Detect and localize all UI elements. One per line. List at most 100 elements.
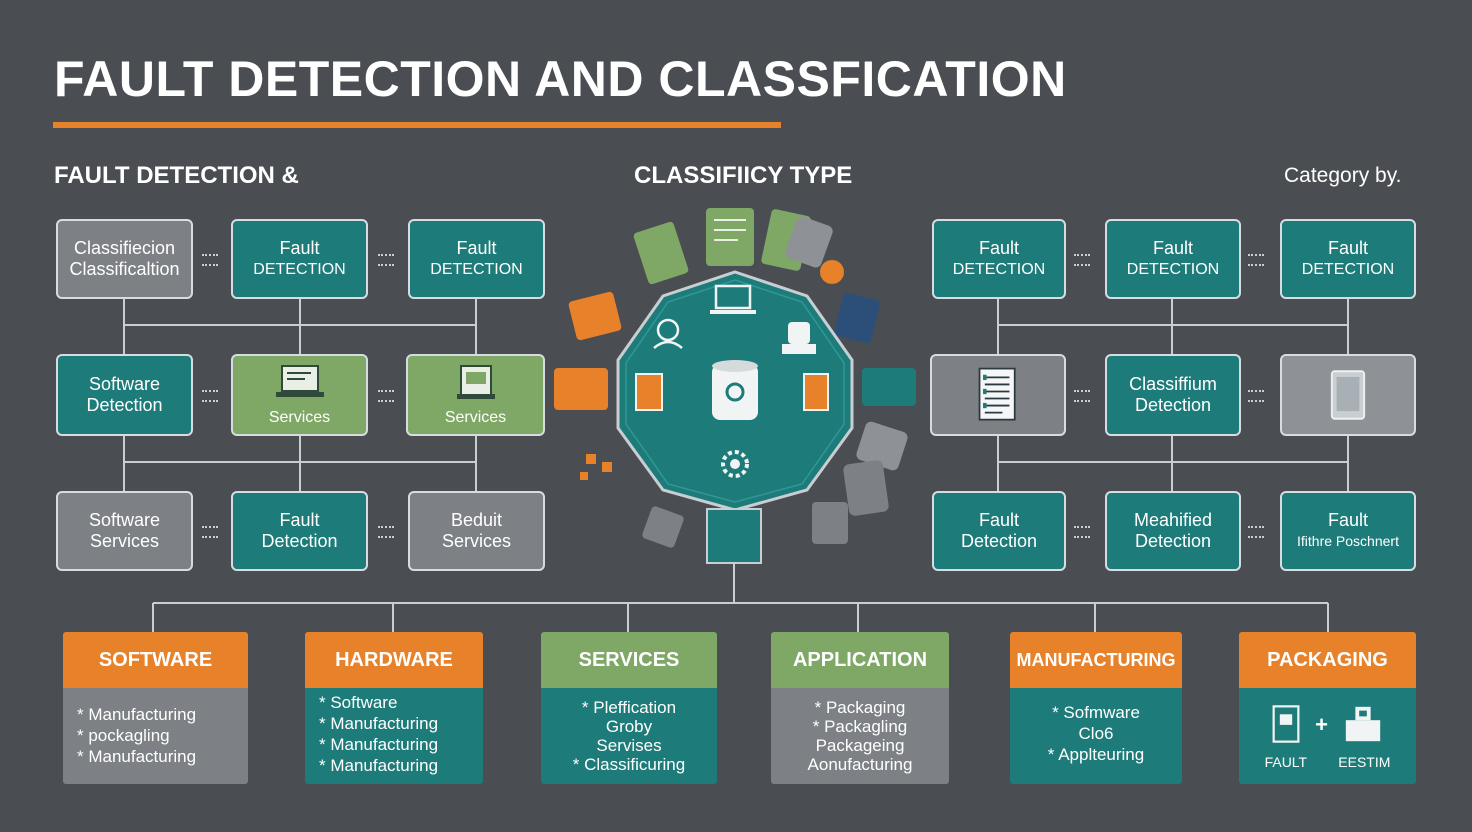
category-line: * Manufacturing [319,756,439,775]
left-box-classification[interactable]: Classifiecion Classificaltion [56,219,193,299]
box-label: Fault [279,238,320,258]
dotted-connector [1074,254,1090,266]
category-line: * Packaging [814,698,906,717]
gear-icon [642,506,684,548]
document-icon [1272,705,1300,743]
right-box-fault-poschnert[interactable]: Fault Ifithre Poschnert [1280,491,1416,571]
right-box-fault-detection-3[interactable]: Fault DETECTION [1280,219,1416,299]
subhead-center: CLASSIFIICY TYPE [634,162,853,189]
box-label: Fault [279,510,320,530]
central-hub [616,270,854,512]
category-title: PACKAGING [1239,632,1416,688]
category-body: + FAULT EESTIM [1239,688,1416,784]
box-label: Services [444,408,507,426]
right-box-meahified-detection[interactable]: Meahified Detection [1105,491,1241,571]
category-line: * Manufacturing [319,735,439,754]
plus-sign: + [1315,711,1328,737]
box-label: Meahified [1133,510,1213,530]
box-icon [554,368,608,410]
box-label: DETECTION [1126,261,1220,278]
chip-icon [834,292,880,344]
box-label: Services [89,531,160,551]
category-manufacturing[interactable]: MANUFACTURING * Sofmware Clo6 * Applteur… [1010,632,1182,784]
box-label: Detection [1134,531,1212,551]
dotted-connector [378,390,394,402]
box-label: Services [441,531,512,551]
box-label: Classiffium [1129,374,1217,394]
box-icon [1345,706,1381,742]
category-packaging[interactable]: PACKAGING + FAULT EESTIM [1239,632,1416,784]
document-icon [706,208,754,266]
category-line: * Manufacturing [77,747,197,766]
left-box-software-detection[interactable]: Software Detection [56,354,193,436]
dotted-connector [1248,526,1264,538]
left-box-fault-detection-3[interactable]: Fault Detection [231,491,368,571]
document-icon [633,221,689,285]
box-icon [568,291,622,341]
box-label: Software [88,374,161,394]
laptop-icon [275,364,324,397]
left-box-services-2[interactable]: Services [406,354,545,436]
right-box-fault-detection-2[interactable]: Fault DETECTION [1105,219,1241,299]
dotted-connector [202,390,218,402]
category-hardware[interactable]: HARDWARE * Software * Manufacturing * Ma… [305,632,483,784]
hub-stem [706,508,762,564]
dotted-connector [202,526,218,538]
category-application[interactable]: APPLICATION * Packaging * Packagling Pac… [771,632,949,784]
dotted-connector [1248,390,1264,402]
box-label: DETECTION [430,261,523,278]
left-box-services-1[interactable]: Services [231,354,368,436]
category-body: * Sofmware Clo6 * Applteuring [1010,688,1182,784]
tablet-icon [1330,370,1366,420]
tablet-icon [456,364,495,399]
category-line: * Classificuring [572,755,686,774]
box-label: Detection [261,531,338,551]
box-label: Fault [1327,510,1369,530]
dotted-connector [378,254,394,266]
box-label: Detection [86,395,163,415]
left-box-fault-detection-2[interactable]: Fault DETECTION [408,219,545,299]
dotted-connector [378,526,394,538]
box-label: Services [268,408,331,426]
category-services[interactable]: SERVICES * Pleffication Groby Servises *… [541,632,717,784]
category-line: * Manufacturing [319,714,439,733]
database-icon [712,360,758,420]
box-label: Fault [1327,238,1369,258]
subhead-right: Category by. [1284,164,1402,187]
category-line: Packageing [815,736,905,755]
box-label: Fault [978,510,1020,530]
title-underline [53,122,781,128]
category-title: APPLICATION [771,632,949,688]
category-software[interactable]: SOFTWARE * Manufacturing * pockagling * … [63,632,248,784]
robot-icon [843,460,889,516]
laptop-icon [710,284,756,314]
category-line: Clo6 [1078,724,1114,743]
right-box-fault-detection-1[interactable]: Fault DETECTION [932,219,1066,299]
packaging-label: FAULT [1264,754,1308,770]
left-box-beduit-services[interactable]: Beduit Services [408,491,545,571]
box-label: Ifithre Poschnert [1297,533,1399,549]
document-icon [978,367,1016,421]
box-label: Classifiecion [73,238,176,258]
category-body: * Packaging * Packagling Packageing Aonu… [771,688,949,784]
category-title: MANUFACTURING [1010,632,1182,688]
box-label: Detection [960,531,1038,551]
box-label: DETECTION [952,261,1046,278]
right-box-document[interactable] [930,354,1066,436]
packaging-label: EESTIM [1338,754,1391,770]
box-label: Software [88,510,161,530]
left-box-software-services[interactable]: Software Services [56,491,193,571]
person-icon [653,318,683,349]
dotted-connector [1074,526,1090,538]
left-box-fault-detection-1[interactable]: Fault DETECTION [231,219,368,299]
right-box-classification-detection[interactable]: Classiffium Detection [1105,354,1241,436]
box-label: Fault [1152,238,1194,258]
right-box-tablet[interactable] [1280,354,1416,436]
category-line: * Packagling [812,717,908,736]
right-box-fault-detection-4[interactable]: Fault Detection [932,491,1066,571]
category-line: Groby [605,717,653,736]
box-label: DETECTION [253,261,346,278]
category-line: * Software [319,693,398,712]
page-title: FAULT DETECTION AND CLASSFICATION [54,51,1067,107]
robot-icon [782,322,816,354]
